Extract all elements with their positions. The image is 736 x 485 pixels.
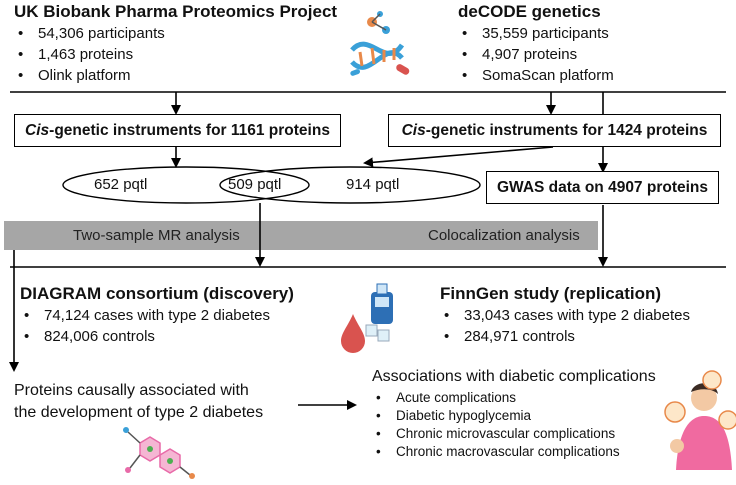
decode-title: deCODE genetics bbox=[458, 2, 601, 21]
list-item: 54,306 participants bbox=[14, 23, 337, 44]
ukb-title: UK Biobank Pharma Proteomics Project bbox=[14, 2, 338, 21]
list-item: Olink platform bbox=[14, 65, 337, 86]
result-text: Proteins causally associated with the de… bbox=[14, 380, 263, 424]
venn-right-ellipse bbox=[219, 166, 481, 204]
decode-block: deCODE genetics 35,559 participants 4,90… bbox=[458, 2, 614, 86]
venn-right-label: 914 pqtl bbox=[346, 176, 400, 193]
list-item: 284,971 controls bbox=[440, 326, 690, 347]
list-item: 74,124 cases with type 2 diabetes bbox=[20, 305, 294, 326]
list-item: 33,043 cases with type 2 diabetes bbox=[440, 305, 690, 326]
ukb-list: 54,306 participants 1,463 proteins Olink… bbox=[14, 23, 337, 86]
complications-list: Acute complications Diabetic hypoglycemi… bbox=[372, 389, 656, 461]
venn-overlap-label: 509 pqtl bbox=[228, 176, 282, 193]
decode-instruments-box: Cis-genetic instruments for 1424 protein… bbox=[388, 114, 721, 147]
list-item: 824,006 controls bbox=[20, 326, 294, 347]
cis-prefix: Cis bbox=[25, 121, 50, 139]
instruments-text: -genetic instruments for 1424 proteins bbox=[425, 121, 708, 139]
list-item: 4,907 proteins bbox=[458, 44, 614, 65]
decode-list: 35,559 participants 4,907 proteins SomaS… bbox=[458, 23, 614, 86]
list-item: 1,463 proteins bbox=[14, 44, 337, 65]
finngen-list: 33,043 cases with type 2 diabetes 284,97… bbox=[440, 305, 690, 347]
venn-left-ellipse bbox=[62, 166, 310, 204]
list-item: Chronic microvascular complications bbox=[372, 425, 656, 443]
gwas-box: GWAS data on 4907 proteins bbox=[486, 171, 719, 204]
diagram-block: DIAGRAM consortium (discovery) 74,124 ca… bbox=[20, 284, 294, 347]
venn-left-label: 652 pqtl bbox=[94, 176, 148, 193]
diagram-list: 74,124 cases with type 2 diabetes 824,00… bbox=[20, 305, 294, 347]
instruments-text: -genetic instruments for 1161 proteins bbox=[49, 121, 330, 139]
finngen-title: FinnGen study (replication) bbox=[440, 284, 662, 303]
complications-block: Associations with diabetic complications… bbox=[372, 366, 656, 461]
list-item: 35,559 participants bbox=[458, 23, 614, 44]
list-item: SomaScan platform bbox=[458, 65, 614, 86]
cis-prefix: Cis bbox=[401, 121, 426, 139]
analysis-band bbox=[4, 221, 598, 250]
gwas-text: GWAS data on 4907 proteins bbox=[496, 178, 709, 196]
result-line-2: the development of type 2 diabetes bbox=[14, 404, 264, 421]
list-item: Acute complications bbox=[372, 389, 656, 407]
list-item: Chronic macrovascular complications bbox=[372, 443, 656, 461]
result-line-1: Proteins causally associated with bbox=[14, 382, 249, 399]
diagram-title: DIAGRAM consortium (discovery) bbox=[20, 284, 294, 303]
ukb-block: UK Biobank Pharma Proteomics Project 54,… bbox=[14, 2, 337, 86]
complications-title: Associations with diabetic complications bbox=[372, 368, 656, 385]
mr-analysis-label: Two-sample MR analysis bbox=[73, 227, 240, 244]
finngen-block: FinnGen study (replication) 33,043 cases… bbox=[440, 284, 690, 347]
ukb-instruments-box: Cis-genetic instruments for 1161 protein… bbox=[14, 114, 341, 147]
list-item: Diabetic hypoglycemia bbox=[372, 407, 656, 425]
coloc-analysis-label: Colocalization analysis bbox=[428, 227, 580, 244]
arrow-to-venn-right bbox=[363, 146, 554, 168]
